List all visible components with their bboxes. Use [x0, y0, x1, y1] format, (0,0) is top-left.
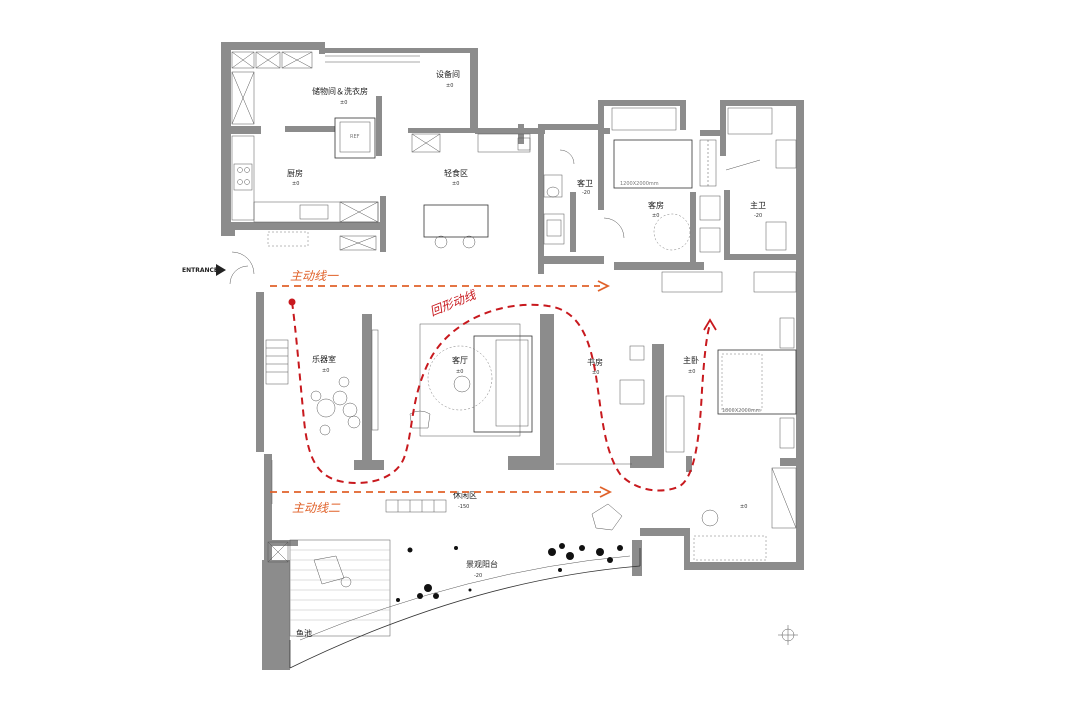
label-fish-pond: 鱼池 [296, 628, 312, 638]
label-leisure: 休闲区 [453, 490, 477, 500]
level-equipment: ±0 [446, 83, 453, 89]
label-light-dining: 轻食区 [444, 168, 468, 178]
level-master-extra: ±0 [740, 504, 747, 510]
level-master-bath: -20 [754, 213, 762, 219]
room-labels: 储物间＆洗衣房 ±0 设备间 ±0 REF 厨房 ±0 轻食区 ±0 客卫 -2… [182, 69, 766, 638]
label-living-room: 客厅 [452, 355, 468, 365]
guest-bed-size: 1200X2000mm [620, 181, 659, 187]
label-music-room: 乐器室 [312, 354, 336, 364]
walls [221, 42, 804, 670]
level-guest-bath: -20 [582, 190, 590, 196]
label-fridge: REF [350, 134, 360, 140]
main-route-1-arrow [597, 280, 611, 292]
level-storage-laundry: ±0 [340, 100, 347, 106]
level-balcony: -20 [474, 573, 482, 579]
loop-route-label: 回形动线 [428, 287, 479, 318]
level-light-dining: ±0 [452, 181, 459, 187]
level-guest-room: ±0 [652, 213, 659, 219]
main-route-2-arrow [599, 486, 613, 498]
level-study: ±0 [592, 370, 599, 376]
master-bed-size: 1800X2000mm [722, 408, 761, 414]
main-route-2-label: 主动线二 [292, 501, 341, 515]
label-master-bedroom: 主卧 [683, 355, 699, 365]
level-master-bedroom: ±0 [688, 369, 695, 375]
label-equipment: 设备间 [436, 69, 460, 79]
label-balcony: 景观阳台 [466, 559, 498, 569]
loop-route-arrow [703, 318, 717, 331]
level-living-room: ±0 [456, 369, 463, 375]
level-leisure: -150 [458, 504, 469, 510]
loop-route-line [291, 301, 711, 492]
label-storage-laundry: 储物间＆洗衣房 [312, 86, 368, 96]
level-kitchen: ±0 [292, 181, 299, 187]
label-study: 书房 [587, 357, 603, 367]
main-route-1-label: 主动线一 [290, 269, 339, 283]
label-guest-room: 客房 [648, 200, 664, 210]
label-kitchen: 厨房 [287, 168, 303, 178]
fixtures: 1200X2000mm 1800X2000mm [216, 51, 798, 669]
entrance-label: ENTRANCE [182, 267, 218, 274]
label-master-bath: 主卫 [750, 200, 766, 210]
level-music-room: ±0 [322, 368, 329, 374]
loop-route-start-dot [288, 298, 296, 306]
label-guest-bath: 客卫 [577, 178, 593, 188]
